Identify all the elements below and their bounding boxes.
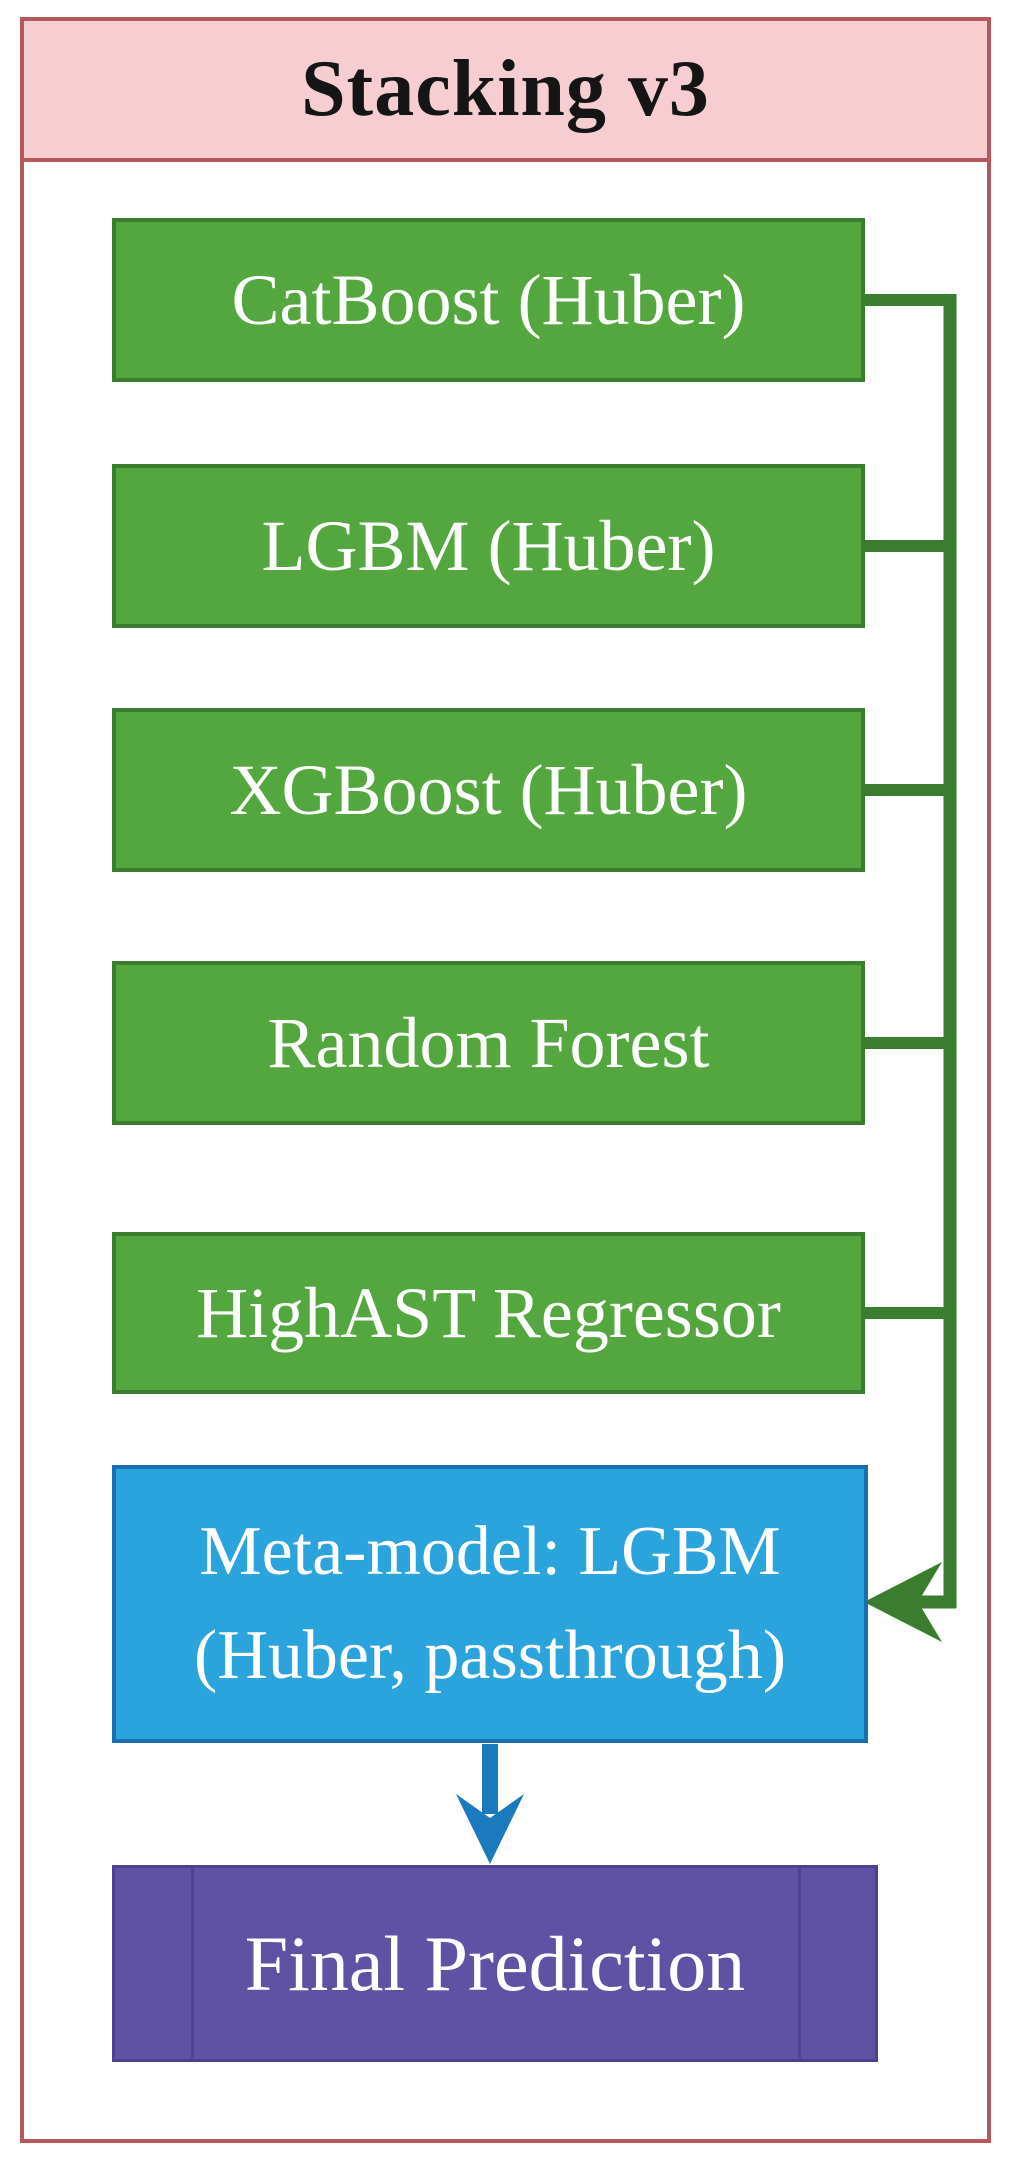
model-label: Random Forest — [267, 1002, 710, 1083]
diagram-title: Stacking v3 — [301, 45, 710, 133]
model-box-highast-regressor: HighAST Regressor — [112, 1232, 865, 1394]
model-box-catboost: CatBoost (Huber) — [112, 218, 865, 382]
model-label: XGBoost (Huber) — [229, 749, 748, 830]
diagram-header: Stacking v3 — [24, 21, 987, 162]
final-prediction-label: Final Prediction — [244, 1919, 746, 2007]
bevel-line-right — [798, 1868, 801, 2059]
meta-model-line1: Meta-model: LGBM — [199, 1513, 781, 1590]
model-box-xgboost: XGBoost (Huber) — [112, 708, 865, 872]
model-label: LGBM (Huber) — [261, 505, 716, 586]
model-box-random-forest: Random Forest — [112, 961, 865, 1125]
bevel-line-left — [191, 1868, 194, 2059]
final-prediction-box: Final Prediction — [112, 1865, 878, 2062]
model-label: CatBoost (Huber) — [231, 259, 746, 340]
meta-model-box: Meta-model: LGBM (Huber, passthrough) — [112, 1465, 868, 1743]
meta-model-line2: (Huber, passthrough) — [193, 1617, 787, 1694]
meta-model-label: Meta-model: LGBM (Huber, passthrough) — [194, 1500, 786, 1708]
model-label: HighAST Regressor — [196, 1272, 781, 1353]
model-box-lgbm: LGBM (Huber) — [112, 464, 865, 628]
